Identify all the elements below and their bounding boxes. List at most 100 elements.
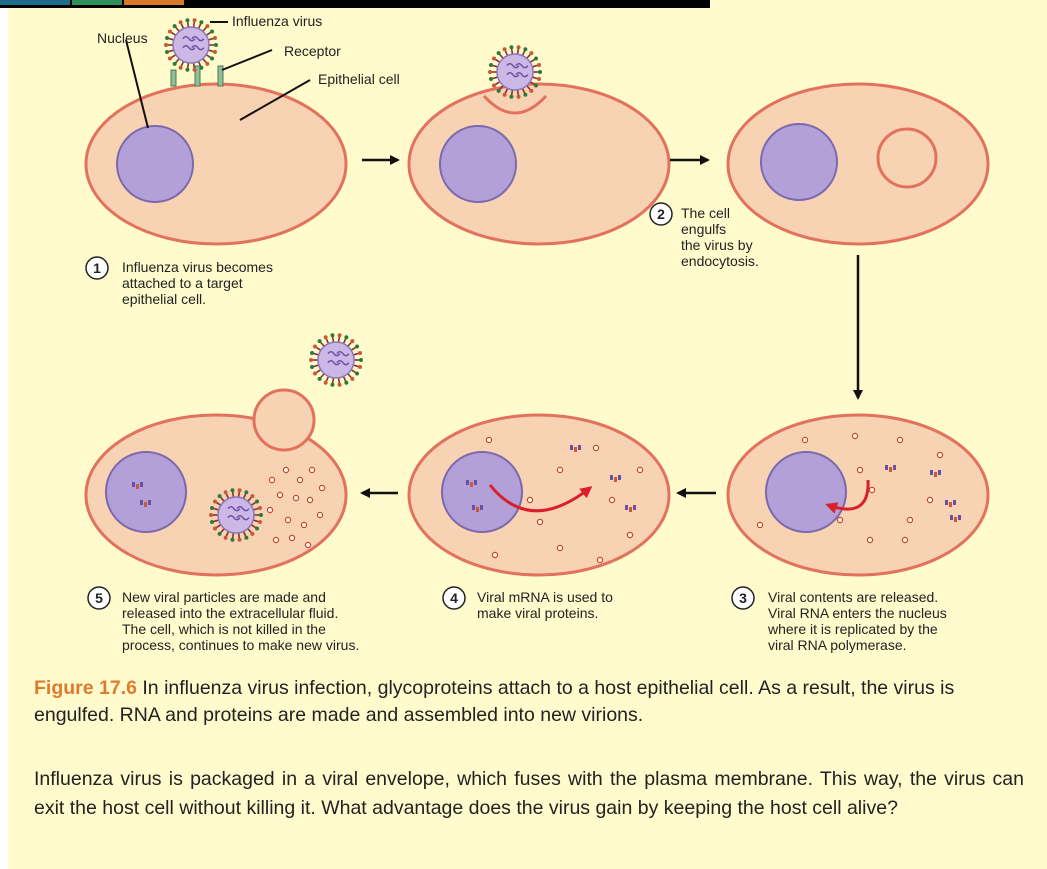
viral-protein-dot <box>869 487 874 492</box>
viral-rna-segment <box>140 482 143 487</box>
viral-protein-dot <box>309 467 314 472</box>
viral-rna-segment <box>132 482 135 487</box>
viral-rna-segment <box>953 500 956 505</box>
viral-protein-dot <box>637 467 642 472</box>
step-3-number: 3 <box>739 590 747 606</box>
viral-rna-segment <box>934 472 937 477</box>
step-3-text: Viral contents are released. Viral RNA e… <box>767 589 951 653</box>
viral-rna-segment <box>470 482 473 487</box>
viral-protein-dot <box>757 522 762 527</box>
viral-protein-dot <box>273 537 278 542</box>
viral-protein-dot <box>593 445 598 450</box>
influenza-infection-diagram: Nucleus Influenza virus Receptor Epithel… <box>0 0 1047 670</box>
step-5-line: process, continues to make new virus. <box>122 637 359 653</box>
viral-protein-dot <box>557 545 562 550</box>
viral-protein-dot <box>907 517 912 522</box>
endosome <box>878 129 936 187</box>
figure-caption: Figure 17.6 In influenza virus infection… <box>34 675 1024 729</box>
viral-rna-segment <box>893 465 896 470</box>
viral-protein-dot <box>486 437 491 442</box>
nucleus-5 <box>106 452 186 532</box>
virus-particle <box>309 333 363 386</box>
step-2-number: 2 <box>657 206 665 222</box>
viral-rna-segment <box>954 517 957 522</box>
viral-protein-dot <box>297 477 302 482</box>
nucleus-4 <box>442 452 522 532</box>
viral-rna-segment <box>625 505 628 510</box>
viral-protein-dot <box>927 497 932 502</box>
figure-label: Figure 17.6 <box>34 677 137 699</box>
step-4-line: Viral mRNA is used to <box>477 589 613 605</box>
nucleus-1 <box>117 126 193 202</box>
caption-text: In influenza virus infection, glycoprote… <box>34 677 954 726</box>
viral-rna-segment <box>958 515 961 520</box>
label-influenza-virus: Influenza virus <box>232 13 322 29</box>
viral-rna-segment <box>938 470 941 475</box>
viral-protein-dot <box>285 517 290 522</box>
viral-protein-dot <box>902 537 907 542</box>
viral-rna-segment <box>950 515 953 520</box>
viral-rna-segment <box>618 475 621 480</box>
viral-protein-dot <box>802 437 807 442</box>
viral-protein-dot <box>527 497 532 502</box>
viral-rna-segment <box>945 500 948 505</box>
viral-rna-segment <box>472 505 475 510</box>
viral-rna-segment <box>144 502 147 507</box>
viral-protein-dot <box>852 433 857 438</box>
viral-protein-dot <box>277 492 282 497</box>
step-3-line: where it is replicated by the <box>767 621 938 637</box>
viral-rna-segment <box>610 475 613 480</box>
step-3-line: Viral contents are released. <box>768 589 938 605</box>
step-4-text: Viral mRNA is used to make viral protein… <box>477 589 617 621</box>
viral-protein-dot <box>867 537 872 542</box>
viral-protein-dot <box>305 542 310 547</box>
viral-rna-segment <box>476 507 479 512</box>
viral-protein-dot <box>597 557 602 562</box>
viral-rna-segment <box>930 470 933 475</box>
step-3-line: Viral RNA enters the nucleus <box>768 605 947 621</box>
viral-protein-dot <box>837 517 842 522</box>
viral-rna-segment <box>570 445 573 450</box>
viral-rna-segment <box>140 500 143 505</box>
step-2-marker: 2 <box>650 203 672 225</box>
viral-rna-segment <box>578 445 581 450</box>
step-4-line: make viral proteins. <box>477 605 598 621</box>
label-receptor: Receptor <box>284 43 341 59</box>
viral-rna-segment <box>148 500 151 505</box>
step-5-text: New viral particles are made and release… <box>122 589 359 653</box>
nucleus-3 <box>761 124 837 200</box>
viral-rna-segment <box>949 502 952 507</box>
step-5-line: released into the extracellular fluid. <box>122 605 338 621</box>
step-4-marker: 4 <box>443 587 465 609</box>
viral-rna-segment <box>136 484 139 489</box>
viral-rna-segment <box>629 507 632 512</box>
viral-protein-dot <box>897 437 902 442</box>
step-2-text: The cell engulfs the virus by endocytosi… <box>681 205 759 269</box>
viral-protein-dot <box>319 485 324 490</box>
step-2-line: The cell <box>681 205 730 221</box>
viral-rna-segment <box>480 505 483 510</box>
step-2-line: endocytosis. <box>681 253 759 269</box>
label-epithelial-cell: Epithelial cell <box>318 71 400 87</box>
viral-rna-segment <box>474 480 477 485</box>
virus-particle <box>164 18 218 71</box>
step-1-line: Influenza virus becomes <box>122 259 273 275</box>
step-5-marker: 5 <box>88 587 110 609</box>
viral-protein-dot <box>307 497 312 502</box>
viral-rna-segment <box>614 477 617 482</box>
step-1-line: epithelial cell. <box>122 291 206 307</box>
viral-rna-segment <box>889 467 892 472</box>
viral-protein-dot <box>289 535 294 540</box>
step-2-line: engulfs <box>681 221 726 237</box>
viral-rna-segment <box>885 465 888 470</box>
nucleus-3b <box>766 452 846 532</box>
viral-protein-dot <box>627 532 632 537</box>
viral-protein-dot <box>937 452 942 457</box>
viral-rna-segment <box>633 505 636 510</box>
budding-bleb <box>254 390 314 450</box>
viral-protein-dot <box>857 467 862 472</box>
viral-rna-segment <box>574 447 577 452</box>
viral-protein-dot <box>301 522 306 527</box>
step-1-marker: 1 <box>86 257 108 279</box>
step-3-line: viral RNA polymerase. <box>768 637 907 653</box>
